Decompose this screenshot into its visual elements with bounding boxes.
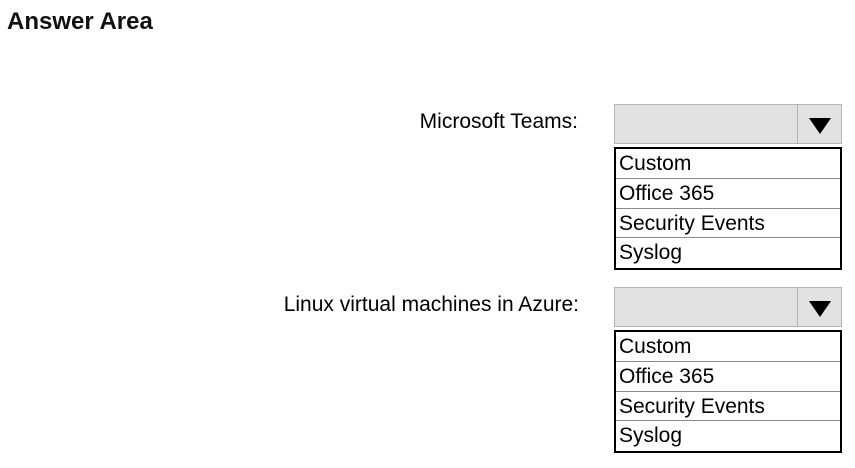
option-custom[interactable]: Custom xyxy=(616,149,840,179)
option-security-events[interactable]: Security Events xyxy=(616,209,840,239)
option-office-365[interactable]: Office 365 xyxy=(616,179,840,209)
triangle-down-icon xyxy=(809,118,831,134)
linux-vms-dropdown: Custom Office 365 Security Events Syslog xyxy=(614,287,842,453)
triangle-down-icon xyxy=(809,301,831,317)
option-syslog[interactable]: Syslog xyxy=(619,424,683,448)
microsoft-teams-label: Microsoft Teams: xyxy=(419,110,578,133)
option-security-events[interactable]: Security Events xyxy=(616,392,840,422)
microsoft-teams-options-list: Custom Office 365 Security Events Syslog xyxy=(614,147,842,270)
microsoft-teams-dropdown-toggle[interactable] xyxy=(797,105,841,143)
linux-vms-options-list: Custom Office 365 Security Events Syslog xyxy=(614,330,842,453)
linux-vms-dropdown-toggle[interactable] xyxy=(797,288,841,326)
microsoft-teams-select[interactable] xyxy=(614,104,842,144)
answer-area-title: Answer Area xyxy=(7,8,153,35)
option-office-365[interactable]: Office 365 xyxy=(616,362,840,392)
option-custom[interactable]: Custom xyxy=(616,332,840,362)
option-syslog[interactable]: Syslog xyxy=(619,241,683,265)
linux-vms-label: Linux virtual machines in Azure: xyxy=(283,293,579,316)
linux-vms-select[interactable] xyxy=(614,287,842,327)
microsoft-teams-dropdown: Custom Office 365 Security Events Syslog xyxy=(614,104,842,270)
